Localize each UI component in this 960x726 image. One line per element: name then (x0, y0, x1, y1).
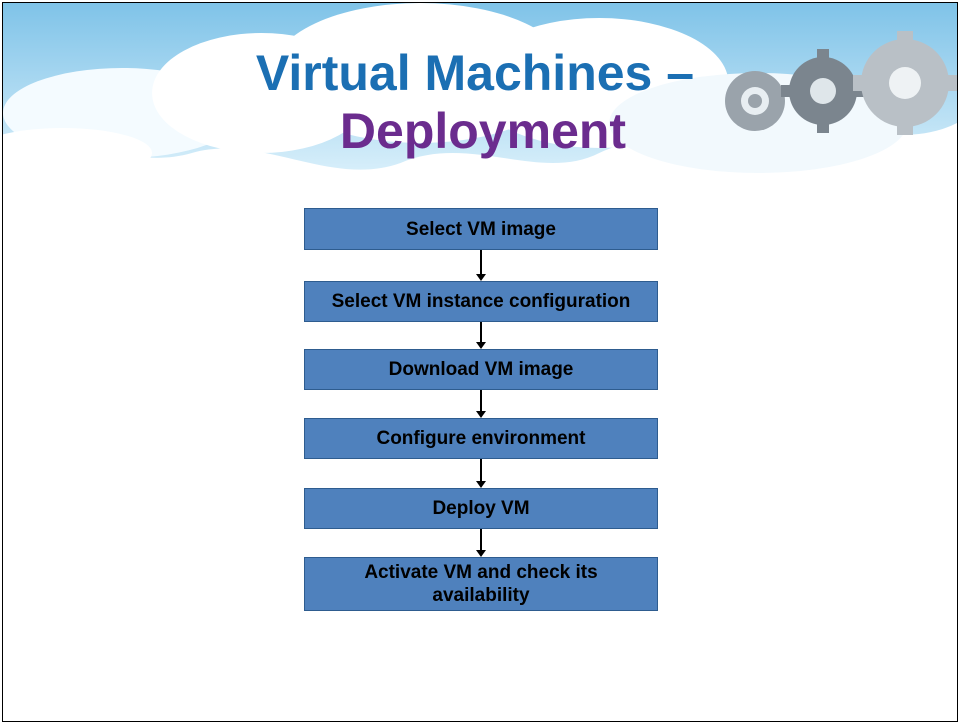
title-line-2: Deployment (339, 103, 627, 159)
step-deploy-vm: Deploy VM (304, 488, 658, 529)
arrow-4 (480, 459, 482, 481)
arrow-3 (480, 390, 482, 411)
gears-icon (725, 31, 957, 135)
step-download-vm-image: Download VM image (304, 349, 658, 390)
arrow-2 (480, 322, 482, 342)
arrowhead-2 (476, 342, 486, 349)
arrowhead-3 (476, 411, 486, 418)
step-select-instance-configuration: Select VM instance configuration (304, 281, 658, 322)
arrowhead-4 (476, 481, 486, 488)
step-select-vm-image: Select VM image (304, 208, 658, 250)
step-activate-vm: Activate VM and check its availability (304, 557, 658, 611)
arrow-1 (480, 250, 482, 274)
arrow-5 (480, 529, 482, 550)
arrowhead-5 (476, 550, 486, 557)
arrowhead-1 (476, 274, 486, 281)
title-line-1: Virtual Machines – (255, 45, 695, 101)
cloud-background (3, 3, 957, 193)
step-configure-environment: Configure environment (304, 418, 658, 459)
